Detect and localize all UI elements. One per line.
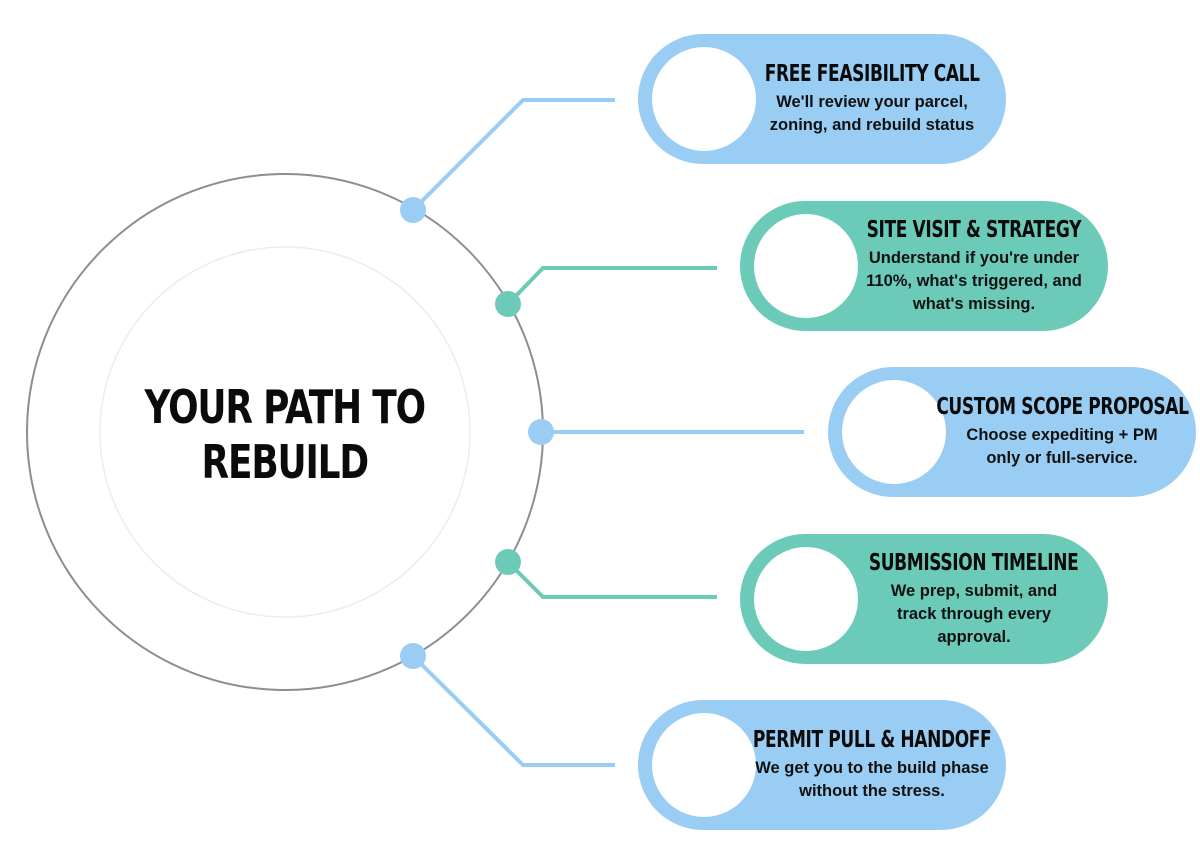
inner-ring [99, 246, 471, 618]
step-5-dot [400, 643, 426, 669]
connector-2 [506, 266, 717, 306]
step-2-title: SITE VISIT & STRATEGY [866, 216, 1082, 243]
connector-4 [506, 560, 717, 599]
step-2-dot [495, 291, 521, 317]
step-3-circle [842, 380, 946, 484]
step-3-title: CUSTOM SCOPE PROPOSAL [935, 394, 1189, 420]
step-4-dot [495, 549, 521, 575]
step-4-card: SUBMISSION TIMELINE We prep, submit, and… [740, 534, 1108, 664]
step-5-circle [652, 713, 756, 817]
step-2-card: SITE VISIT & STRATEGY Understand if you'… [740, 201, 1108, 331]
step-5-title: PERMIT PULL & HANDOFF [752, 727, 992, 753]
step-1-title: FREE FEASIBILITY CALL [764, 61, 980, 87]
step-1-card: FREE FEASIBILITY CALL We'll review your … [638, 34, 1006, 164]
connector-5 [411, 654, 615, 767]
step-4-circle [754, 547, 858, 651]
step-1-dot [400, 197, 426, 223]
step-4-title: SUBMISSION TIMELINE [869, 549, 1079, 576]
step-2-circle [754, 214, 858, 318]
step-1-circle [652, 47, 756, 151]
step-3-dot [528, 419, 554, 445]
step-3-description: Choose expediting + PM only or full-serv… [966, 426, 1158, 467]
step-4-description: We prep, submit, and track through every… [890, 581, 1058, 646]
connector-1 [411, 98, 615, 212]
step-5-card: PERMIT PULL & HANDOFF We get you to the … [638, 700, 1006, 830]
step-1-description: We'll review your parcel, zoning, and re… [769, 93, 975, 134]
step-5-description: We get you to the build phase without th… [755, 759, 989, 800]
step-3-card: CUSTOM SCOPE PROPOSAL Choose expediting … [828, 367, 1196, 497]
step-2-description: Understand if you're under 110%, what's … [866, 248, 1082, 313]
